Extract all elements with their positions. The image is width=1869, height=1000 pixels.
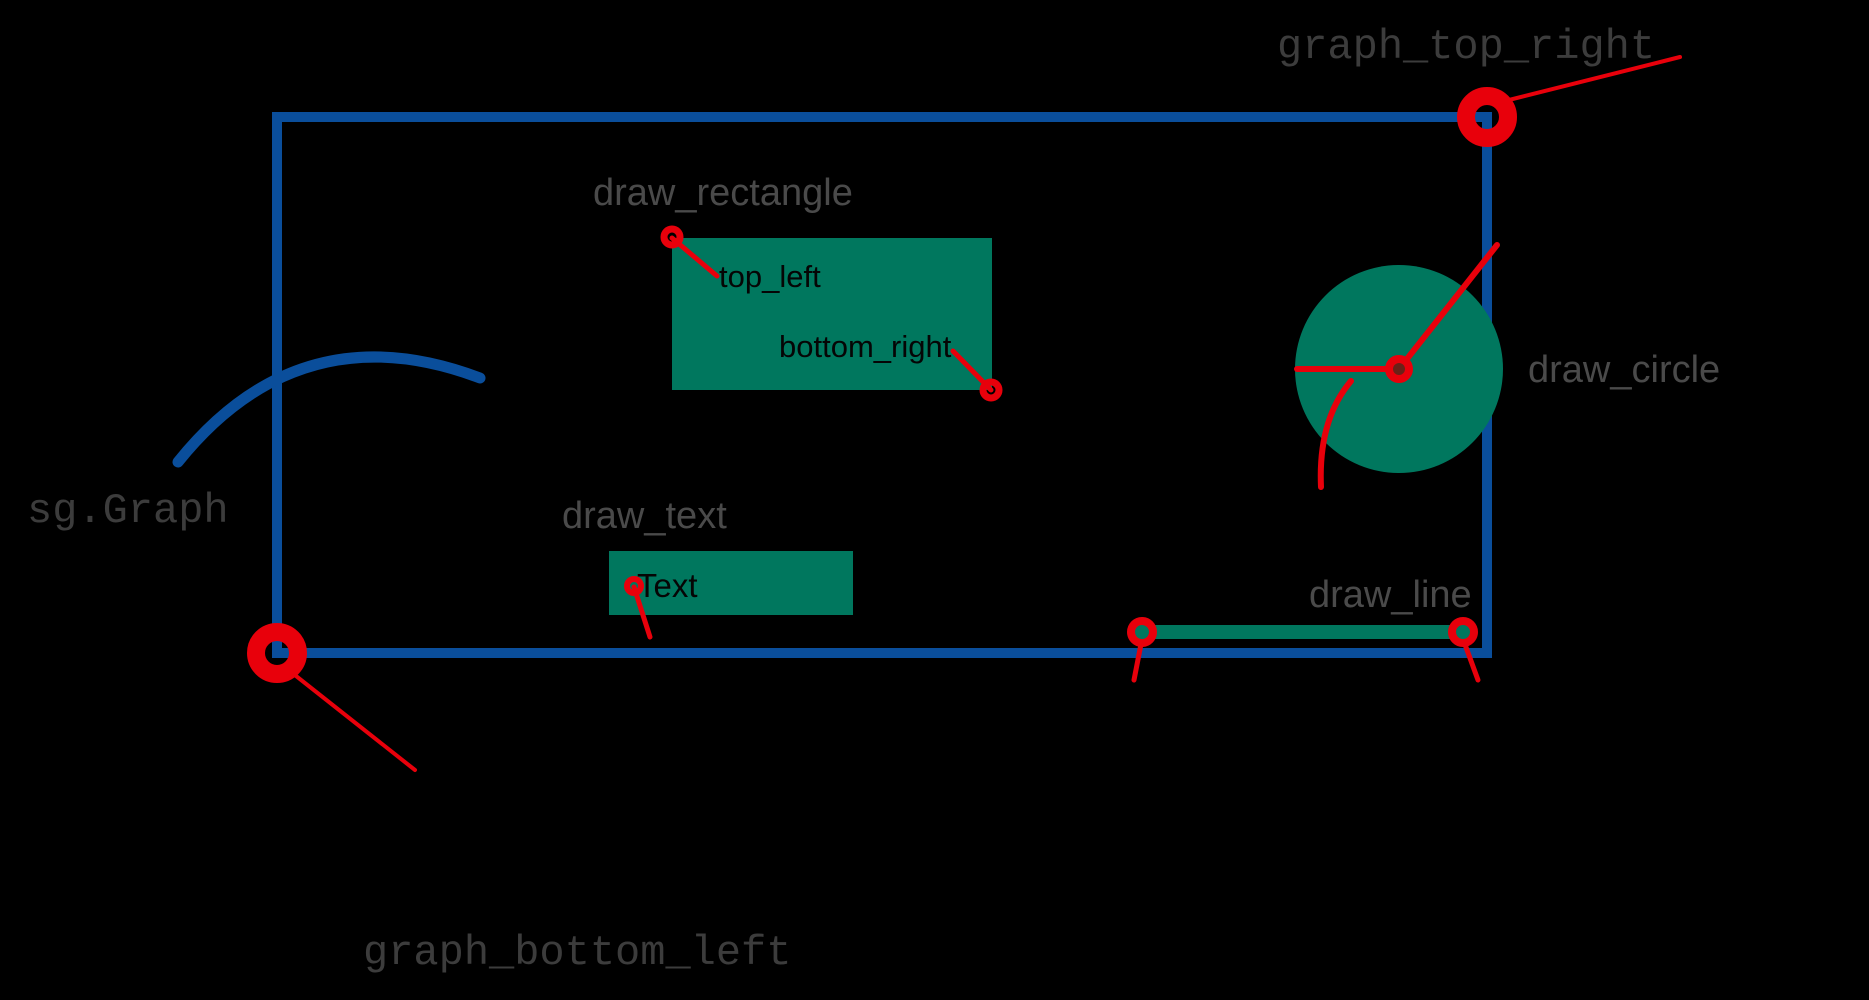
graph-top-right-marker[interactable] xyxy=(1457,87,1517,147)
line-end-marker[interactable] xyxy=(1448,617,1478,647)
label-sg-graph: sg.Graph xyxy=(27,487,229,535)
circle-arc-indicator xyxy=(1317,378,1354,490)
label-draw-text: draw_text xyxy=(562,495,727,537)
graph-bottom-left-marker[interactable] xyxy=(247,623,307,683)
draw-rectangle-shape xyxy=(672,238,992,390)
label-draw-circle: draw_circle xyxy=(1528,349,1720,391)
draw-text-shape xyxy=(609,551,853,615)
sg-graph-leader-arc xyxy=(172,351,486,468)
label-bottom-right: bottom_right xyxy=(779,329,952,364)
label-graph-bottom-left: graph_bottom_left xyxy=(363,929,791,977)
label-text-sample: Text xyxy=(637,567,698,604)
text-origin-marker[interactable] xyxy=(624,576,644,596)
circle-center-marker[interactable] xyxy=(1385,355,1413,383)
rect-top-left-marker[interactable] xyxy=(660,225,684,249)
label-top-left: top_left xyxy=(719,259,821,294)
graph-top-right-leader-line xyxy=(1495,55,1682,105)
label-draw-rectangle: draw_rectangle xyxy=(593,172,853,214)
label-graph-top-right: graph_top_right xyxy=(1277,23,1655,71)
rect-bottom-right-marker[interactable] xyxy=(979,378,1003,402)
circle-radius-leader-line xyxy=(1396,242,1500,372)
graph-bottom-left-leader-line xyxy=(289,670,417,772)
line-start-marker[interactable] xyxy=(1127,617,1157,647)
label-draw-line: draw_line xyxy=(1309,574,1472,616)
